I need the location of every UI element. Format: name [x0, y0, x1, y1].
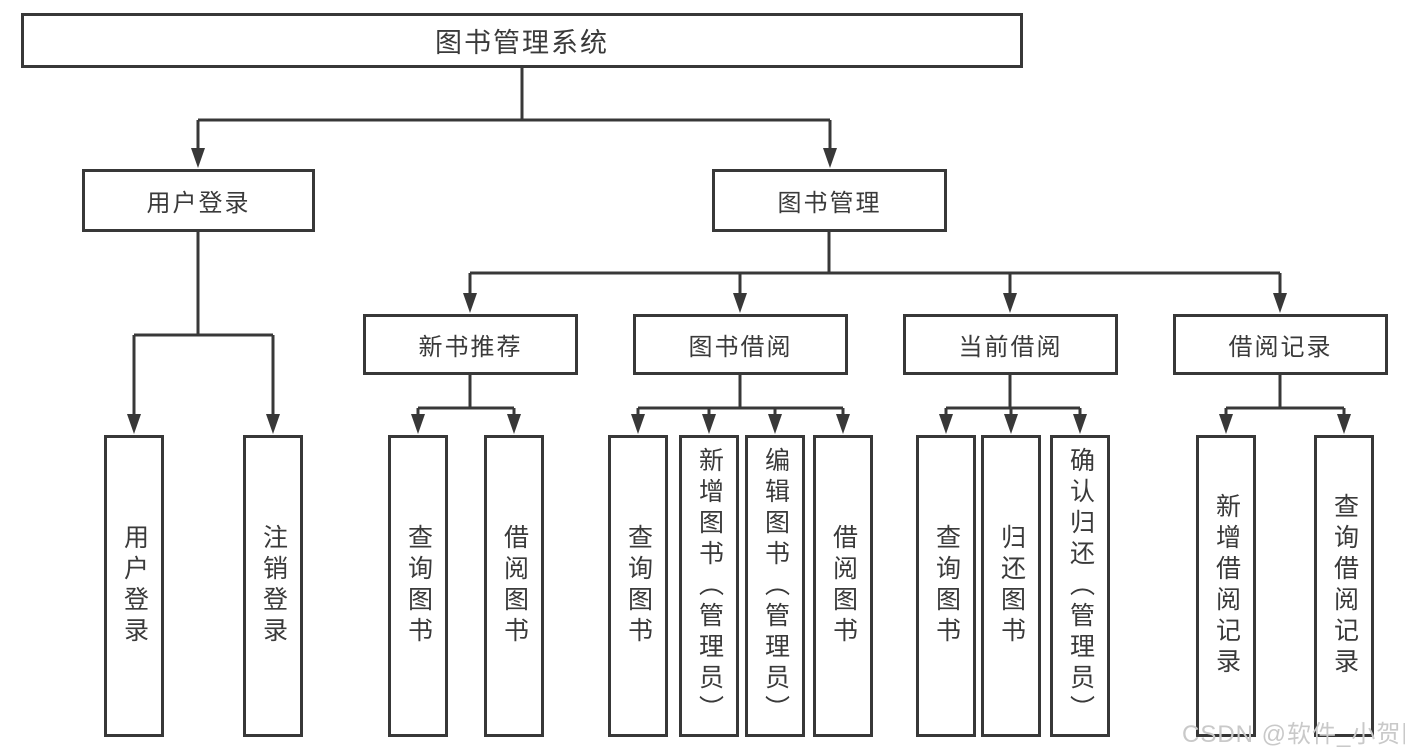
- node-label: 查询图书: [624, 524, 653, 648]
- node-label: 新增图书（管理员）: [695, 446, 724, 726]
- node-label: 借阅图书: [829, 524, 858, 648]
- node-leaf-user-login: 用户登录: [104, 435, 164, 737]
- node-book-borrowing: 图书借阅: [633, 314, 848, 375]
- node-label: 确认归还（管理员）: [1066, 446, 1095, 726]
- node-label: 注销登录: [259, 524, 288, 648]
- node-label: 图书管理系统: [435, 28, 609, 58]
- node-leaf-newbook-query: 查询图书: [388, 435, 448, 737]
- node-label: 查询图书: [404, 524, 433, 648]
- tree-edges: [132, 68, 1346, 416]
- node-label: 查询图书: [932, 524, 961, 648]
- node-current-borrowing: 当前借阅: [903, 314, 1118, 375]
- node-leaf-borrow-book: 借阅图书: [813, 435, 873, 737]
- node-label: 当前借阅: [958, 334, 1063, 361]
- node-label: 用户登录: [146, 190, 251, 217]
- node-new-book-recommend: 新书推荐: [363, 314, 578, 375]
- node-leaf-newbook-borrow: 借阅图书: [484, 435, 544, 737]
- node-label: 借阅记录: [1228, 334, 1333, 361]
- node-borrowing-records: 借阅记录: [1173, 314, 1388, 375]
- arrowheads: [127, 148, 1351, 434]
- node-label: 借阅图书: [500, 524, 529, 648]
- node-label: 查询借阅记录: [1330, 493, 1359, 679]
- node-label: 图书借阅: [688, 334, 793, 361]
- node-leaf-add-book-admin: 新增图书（管理员）: [679, 435, 739, 737]
- node-leaf-current-query: 查询图书: [916, 435, 976, 737]
- node-leaf-logout: 注销登录: [243, 435, 303, 737]
- node-leaf-confirm-return-admin: 确认归还（管理员）: [1050, 435, 1110, 737]
- node-book-management-group: 图书管理: [712, 169, 947, 232]
- node-label: 编辑图书（管理员）: [761, 446, 790, 726]
- node-leaf-borrow-query: 查询图书: [608, 435, 668, 737]
- node-leaf-edit-book-admin: 编辑图书（管理员）: [745, 435, 805, 737]
- node-user-login-group: 用户登录: [82, 169, 315, 232]
- node-label: 新书推荐: [418, 334, 523, 361]
- node-leaf-return-book: 归还图书: [981, 435, 1041, 737]
- node-root-system: 图书管理系统: [21, 13, 1023, 68]
- node-leaf-add-borrow-record: 新增借阅记录: [1196, 435, 1256, 737]
- node-label: 归还图书: [997, 524, 1026, 648]
- node-leaf-query-borrow-record: 查询借阅记录: [1314, 435, 1374, 737]
- node-label: 新增借阅记录: [1212, 493, 1241, 679]
- node-label: 图书管理: [777, 190, 882, 217]
- node-label: 用户登录: [120, 524, 149, 648]
